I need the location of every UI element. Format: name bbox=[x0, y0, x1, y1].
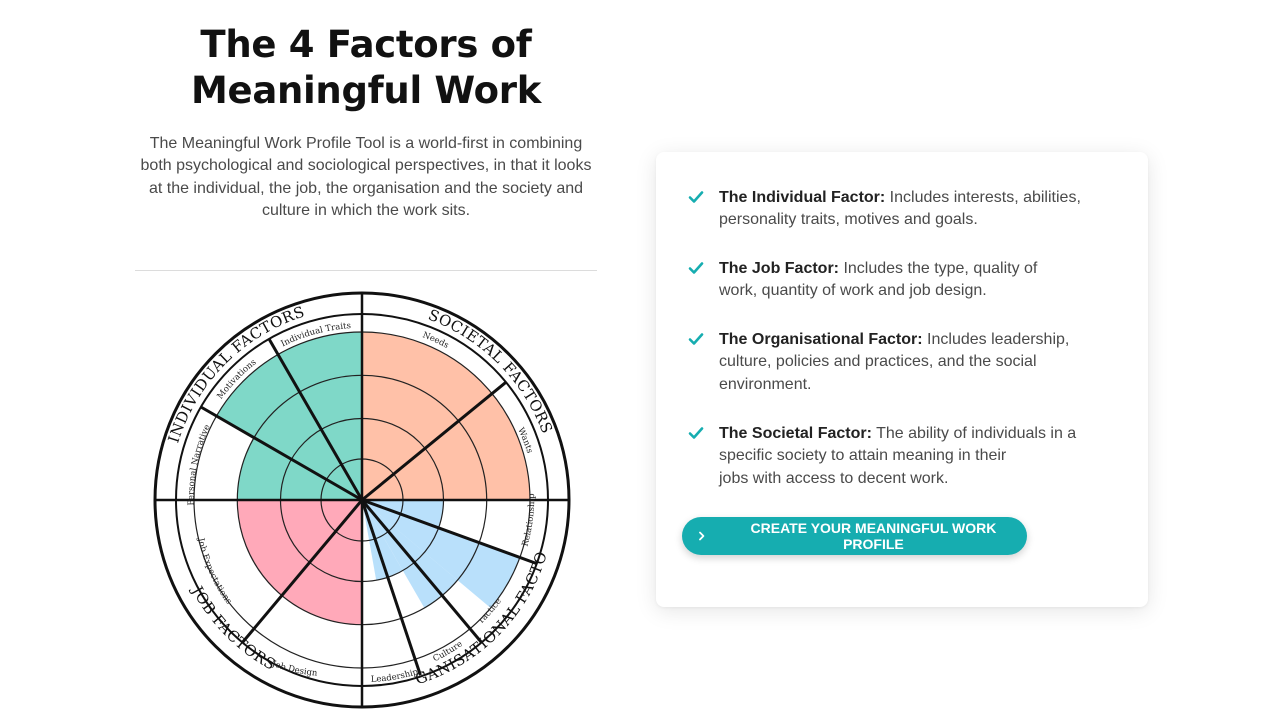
factor-individual: The Individual Factor: Includes interest… bbox=[686, 187, 1116, 232]
slice-job-expectations bbox=[237, 500, 362, 596]
slice-leadership bbox=[362, 500, 403, 581]
factor-description: Includes interests, abilities, bbox=[885, 189, 1081, 206]
group-label-job: JOB FACTORS bbox=[187, 582, 279, 674]
slice-motivations bbox=[216, 354, 362, 500]
factor-title: The Societal Factor: bbox=[719, 425, 872, 442]
section-divider bbox=[135, 270, 597, 271]
factors-wheel: INDIVIDUAL FACTORS SOCIETAL FACTORS ORGA… bbox=[153, 291, 571, 709]
factor-description: The ability of individuals in a bbox=[871, 425, 1077, 442]
factor-description: Includes leadership, bbox=[922, 331, 1070, 348]
factor-description-cont: specific society to attain meaning in th… bbox=[719, 447, 1007, 465]
create-profile-button-label: CREATE YOUR MEANINGFUL WORK PROFILE bbox=[750, 520, 997, 552]
check-icon bbox=[688, 262, 704, 274]
factor-title: The Job Factor: bbox=[719, 260, 840, 277]
wheel-slices bbox=[216, 332, 530, 625]
factor-organisational: The Organisational Factor: Includes lead… bbox=[686, 329, 1116, 396]
label-job-design: Job Design bbox=[270, 659, 319, 679]
factor-description-end: jobs with access to decent work. bbox=[719, 469, 949, 487]
label-leadership: Leadership bbox=[371, 667, 420, 685]
page-title: The 4 Factors of Meaningful Work bbox=[130, 22, 602, 114]
slice-practices bbox=[362, 500, 520, 608]
check-icon bbox=[688, 427, 704, 439]
chevron-right-icon bbox=[699, 531, 705, 541]
check-icon bbox=[688, 191, 704, 203]
factor-title: The Individual Factor: bbox=[719, 189, 886, 206]
slice-needs bbox=[362, 332, 492, 500]
page-title-line-1: The 4 Factors of bbox=[200, 23, 532, 66]
factor-job: The Job Factor: Includes the type, quali… bbox=[686, 258, 1116, 303]
factor-title: The Organisational Factor: bbox=[719, 331, 923, 348]
create-profile-button[interactable]: CREATE YOUR MEANINGFUL WORK PROFILE bbox=[682, 517, 1027, 555]
factors-card: The Individual Factor: Includes interest… bbox=[656, 152, 1148, 607]
factor-description-cont: work, quantity of work and job design. bbox=[719, 282, 987, 300]
factor-description-end: environment. bbox=[719, 375, 812, 393]
slice-job-design bbox=[281, 500, 362, 625]
check-icon bbox=[688, 333, 704, 345]
slice-personal-narrative bbox=[237, 437, 362, 500]
intro-paragraph: The Meaningful Work Profile Tool is a wo… bbox=[140, 135, 592, 220]
slice-wants bbox=[362, 393, 530, 500]
factor-description-cont: culture, policies and practices, and the… bbox=[719, 353, 1037, 371]
factor-description-cont: personality traits, motives and goals. bbox=[719, 211, 978, 229]
wheel-spokes bbox=[200, 338, 538, 676]
slice-individual-traits bbox=[278, 332, 362, 500]
wheel-axes bbox=[155, 293, 569, 707]
factor-societal: The Societal Factor: The ability of indi… bbox=[686, 423, 1116, 490]
label-personal-narrative: Personal Narrative bbox=[187, 423, 213, 505]
page-title-line-2: Meaningful Work bbox=[191, 69, 541, 112]
factor-description: Includes the type, quality of bbox=[839, 260, 1038, 277]
